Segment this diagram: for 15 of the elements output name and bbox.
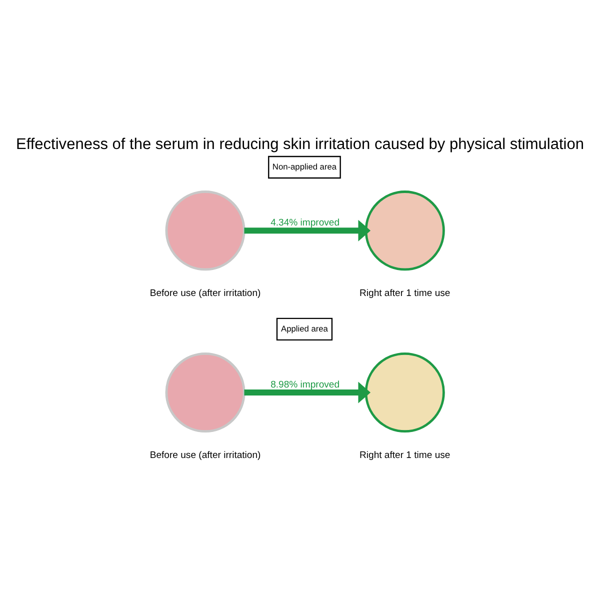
- node-box: Non-applied area: [268, 155, 341, 178]
- node-circle: [364, 352, 445, 432]
- node-label: Before use (after irritation): [150, 450, 261, 461]
- diagram-title: Effectiveness of the serum in reducing skin irritation caused by physical stimulation: [16, 136, 584, 153]
- arrow: [244, 219, 371, 241]
- edge-label: 8.98% improved: [270, 379, 340, 390]
- node-circle: [364, 190, 445, 270]
- arrow: [244, 381, 371, 403]
- node-circle: [165, 352, 246, 432]
- node-label: Right after 1 time use: [359, 288, 450, 299]
- node-label: Before use (after irritation): [150, 288, 261, 299]
- edge-label: 4.34% improved: [270, 217, 340, 228]
- node-box: Applied area: [276, 317, 333, 340]
- node-label: Right after 1 time use: [359, 450, 450, 461]
- node-circle: [165, 190, 246, 270]
